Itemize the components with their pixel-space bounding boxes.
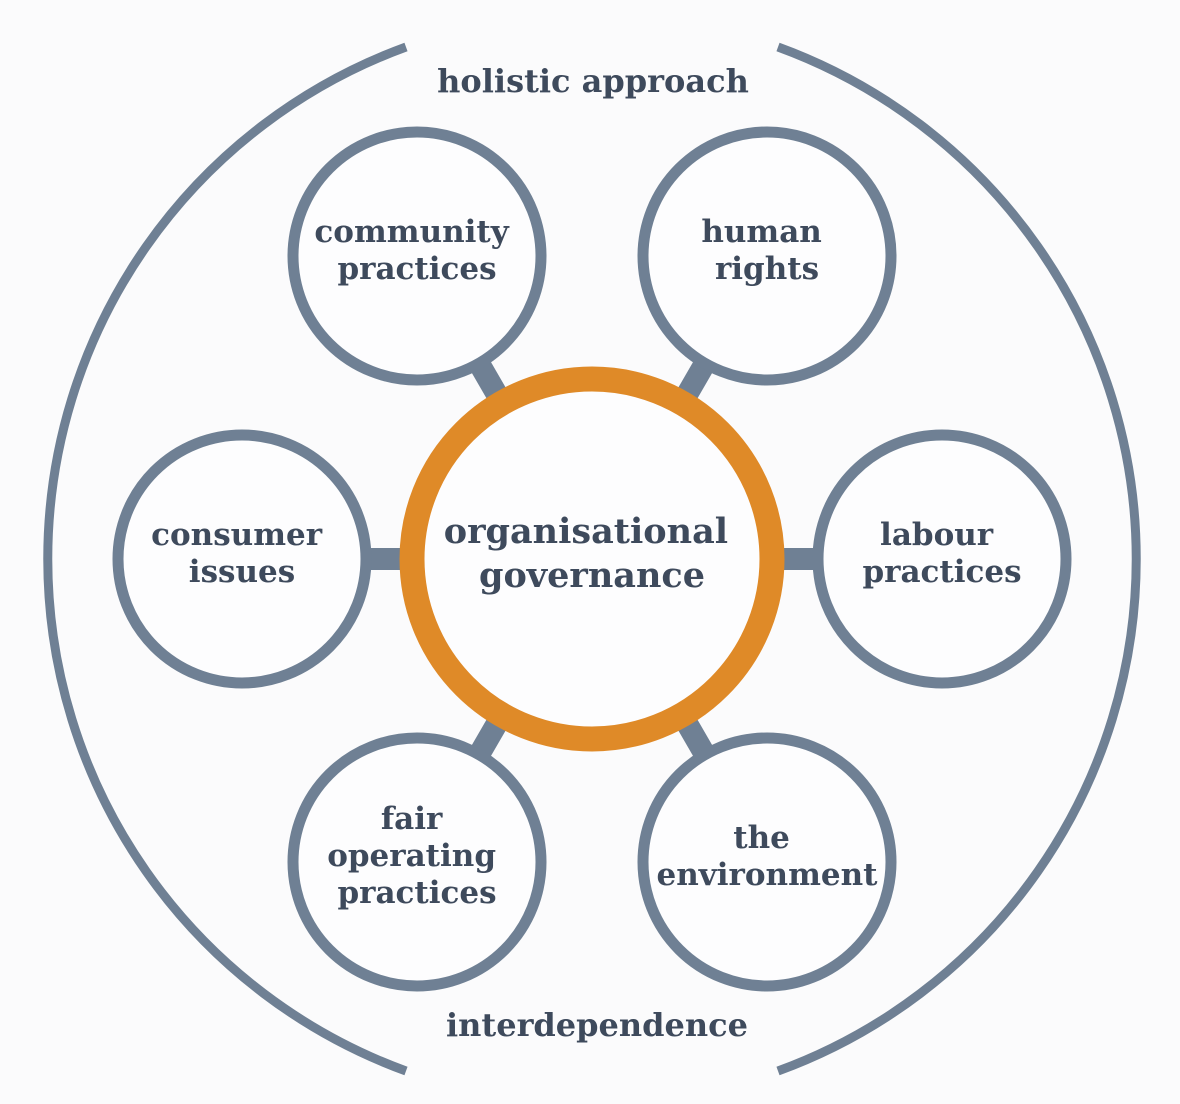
- outer-label-holistic-approach: holistic approach: [437, 62, 749, 100]
- human-rights-label: human rights: [701, 214, 832, 287]
- community-practices-ring: [287, 126, 547, 386]
- outer-ring-right-arc: [776, 42, 1141, 1076]
- labour-practices-label: labour practices: [862, 517, 1021, 590]
- node-community-practices: community practices: [287, 126, 547, 386]
- node-the-environment: the environment: [637, 732, 897, 992]
- node-consumer-issues: consumer issues: [112, 429, 372, 689]
- center-node-label: organisational governance: [444, 511, 740, 596]
- fair-operating-practices-ring: [287, 732, 547, 992]
- center-node-ring: [399, 366, 785, 752]
- node-fair-operating-practices: fair operating practices: [287, 732, 547, 992]
- node-labour-practices: labour practices: [812, 429, 1072, 689]
- community-practices-label: community practices: [314, 214, 519, 287]
- node-organisational-governance: organisational governance: [399, 366, 785, 752]
- the-environment-label: the environment: [657, 820, 879, 893]
- outer-label-interdependence: interdependence: [446, 1006, 748, 1044]
- fair-operating-practices-label: fair operating practices: [327, 801, 507, 911]
- node-human-rights: human rights: [637, 126, 897, 386]
- the-environment-ring: [637, 732, 897, 992]
- consumer-issues-ring: [112, 429, 372, 689]
- labour-practices-ring: [812, 429, 1072, 689]
- outer-ring-left-arc: [43, 42, 408, 1076]
- human-rights-ring: [637, 126, 897, 386]
- consumer-issues-label: consumer issues: [151, 517, 333, 590]
